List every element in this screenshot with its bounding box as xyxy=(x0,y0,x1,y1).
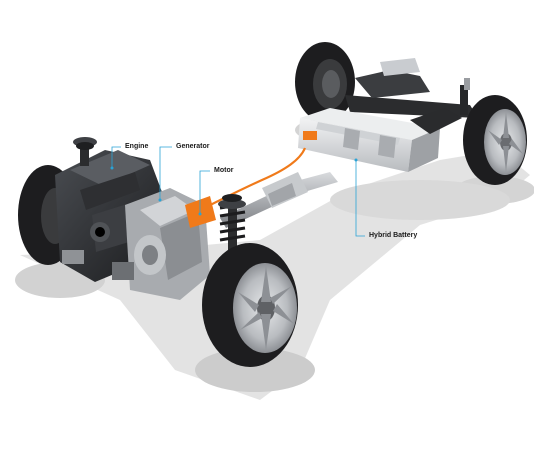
hybrid-battery-callout-dot xyxy=(354,158,358,162)
front-right-wheel xyxy=(202,243,298,367)
engine-label: Engine xyxy=(125,143,149,150)
rear-right-wheel xyxy=(463,95,527,185)
motor-callout-dot xyxy=(198,212,202,216)
engine-callout-line xyxy=(111,146,121,168)
transaxle xyxy=(112,188,216,300)
motor-label: Motor xyxy=(214,167,234,174)
generator-label: Generator xyxy=(176,143,210,150)
generator-callout-dot xyxy=(158,198,162,202)
engine-callout-dot xyxy=(110,166,114,170)
callout-lines xyxy=(111,146,365,237)
motor-callout-line xyxy=(199,170,210,214)
rear-suspension xyxy=(345,58,478,118)
hybrid-battery-pack xyxy=(298,108,462,172)
shadow-battery xyxy=(330,180,510,220)
propeller-shaft xyxy=(220,172,338,228)
front-strut xyxy=(218,194,246,255)
rear-left-wheel xyxy=(295,42,355,122)
generator-callout-line xyxy=(159,146,172,200)
shadow-front-right xyxy=(195,348,315,392)
hybrid-battery-callout-line xyxy=(355,160,365,237)
hybrid-battery-label: Hybrid Battery xyxy=(369,232,418,239)
